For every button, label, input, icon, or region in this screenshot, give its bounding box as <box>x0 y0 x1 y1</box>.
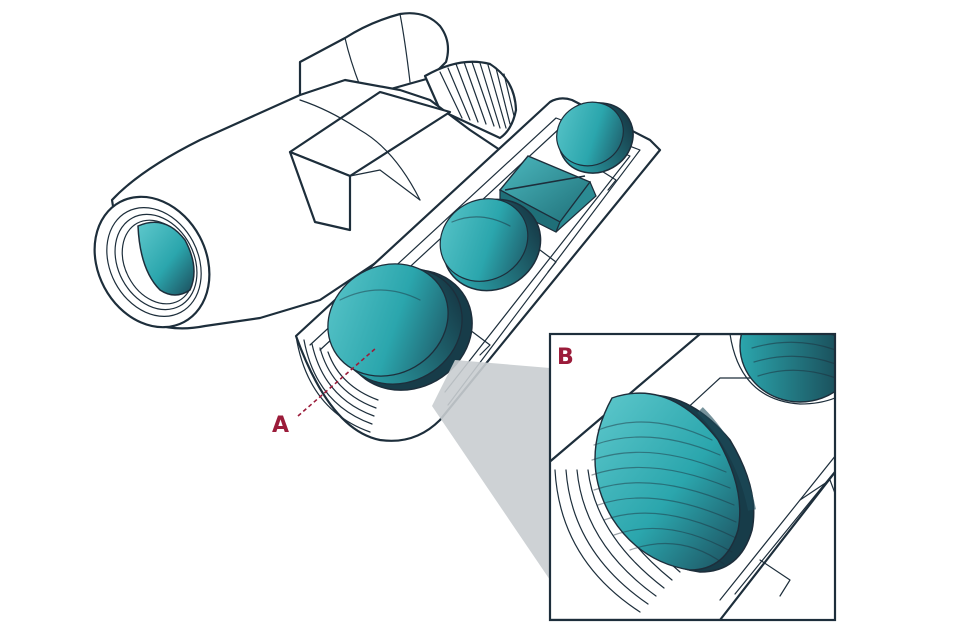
eyepiece-lens <box>556 101 634 174</box>
prism <box>498 155 597 233</box>
label-b: B <box>557 345 574 370</box>
inset-objective-lens <box>591 392 756 573</box>
inset-middle-lens <box>729 334 835 405</box>
left-barrel <box>93 12 518 330</box>
middle-lens <box>439 198 542 292</box>
focus-wheel <box>423 60 518 140</box>
zoom-wedge <box>432 360 550 580</box>
inset-b-zoom-panel <box>548 332 837 622</box>
left-objective-lens <box>137 221 195 296</box>
label-a-callout: A <box>272 347 377 438</box>
left-objective-end <box>93 195 211 329</box>
label-a: A <box>272 413 289 438</box>
